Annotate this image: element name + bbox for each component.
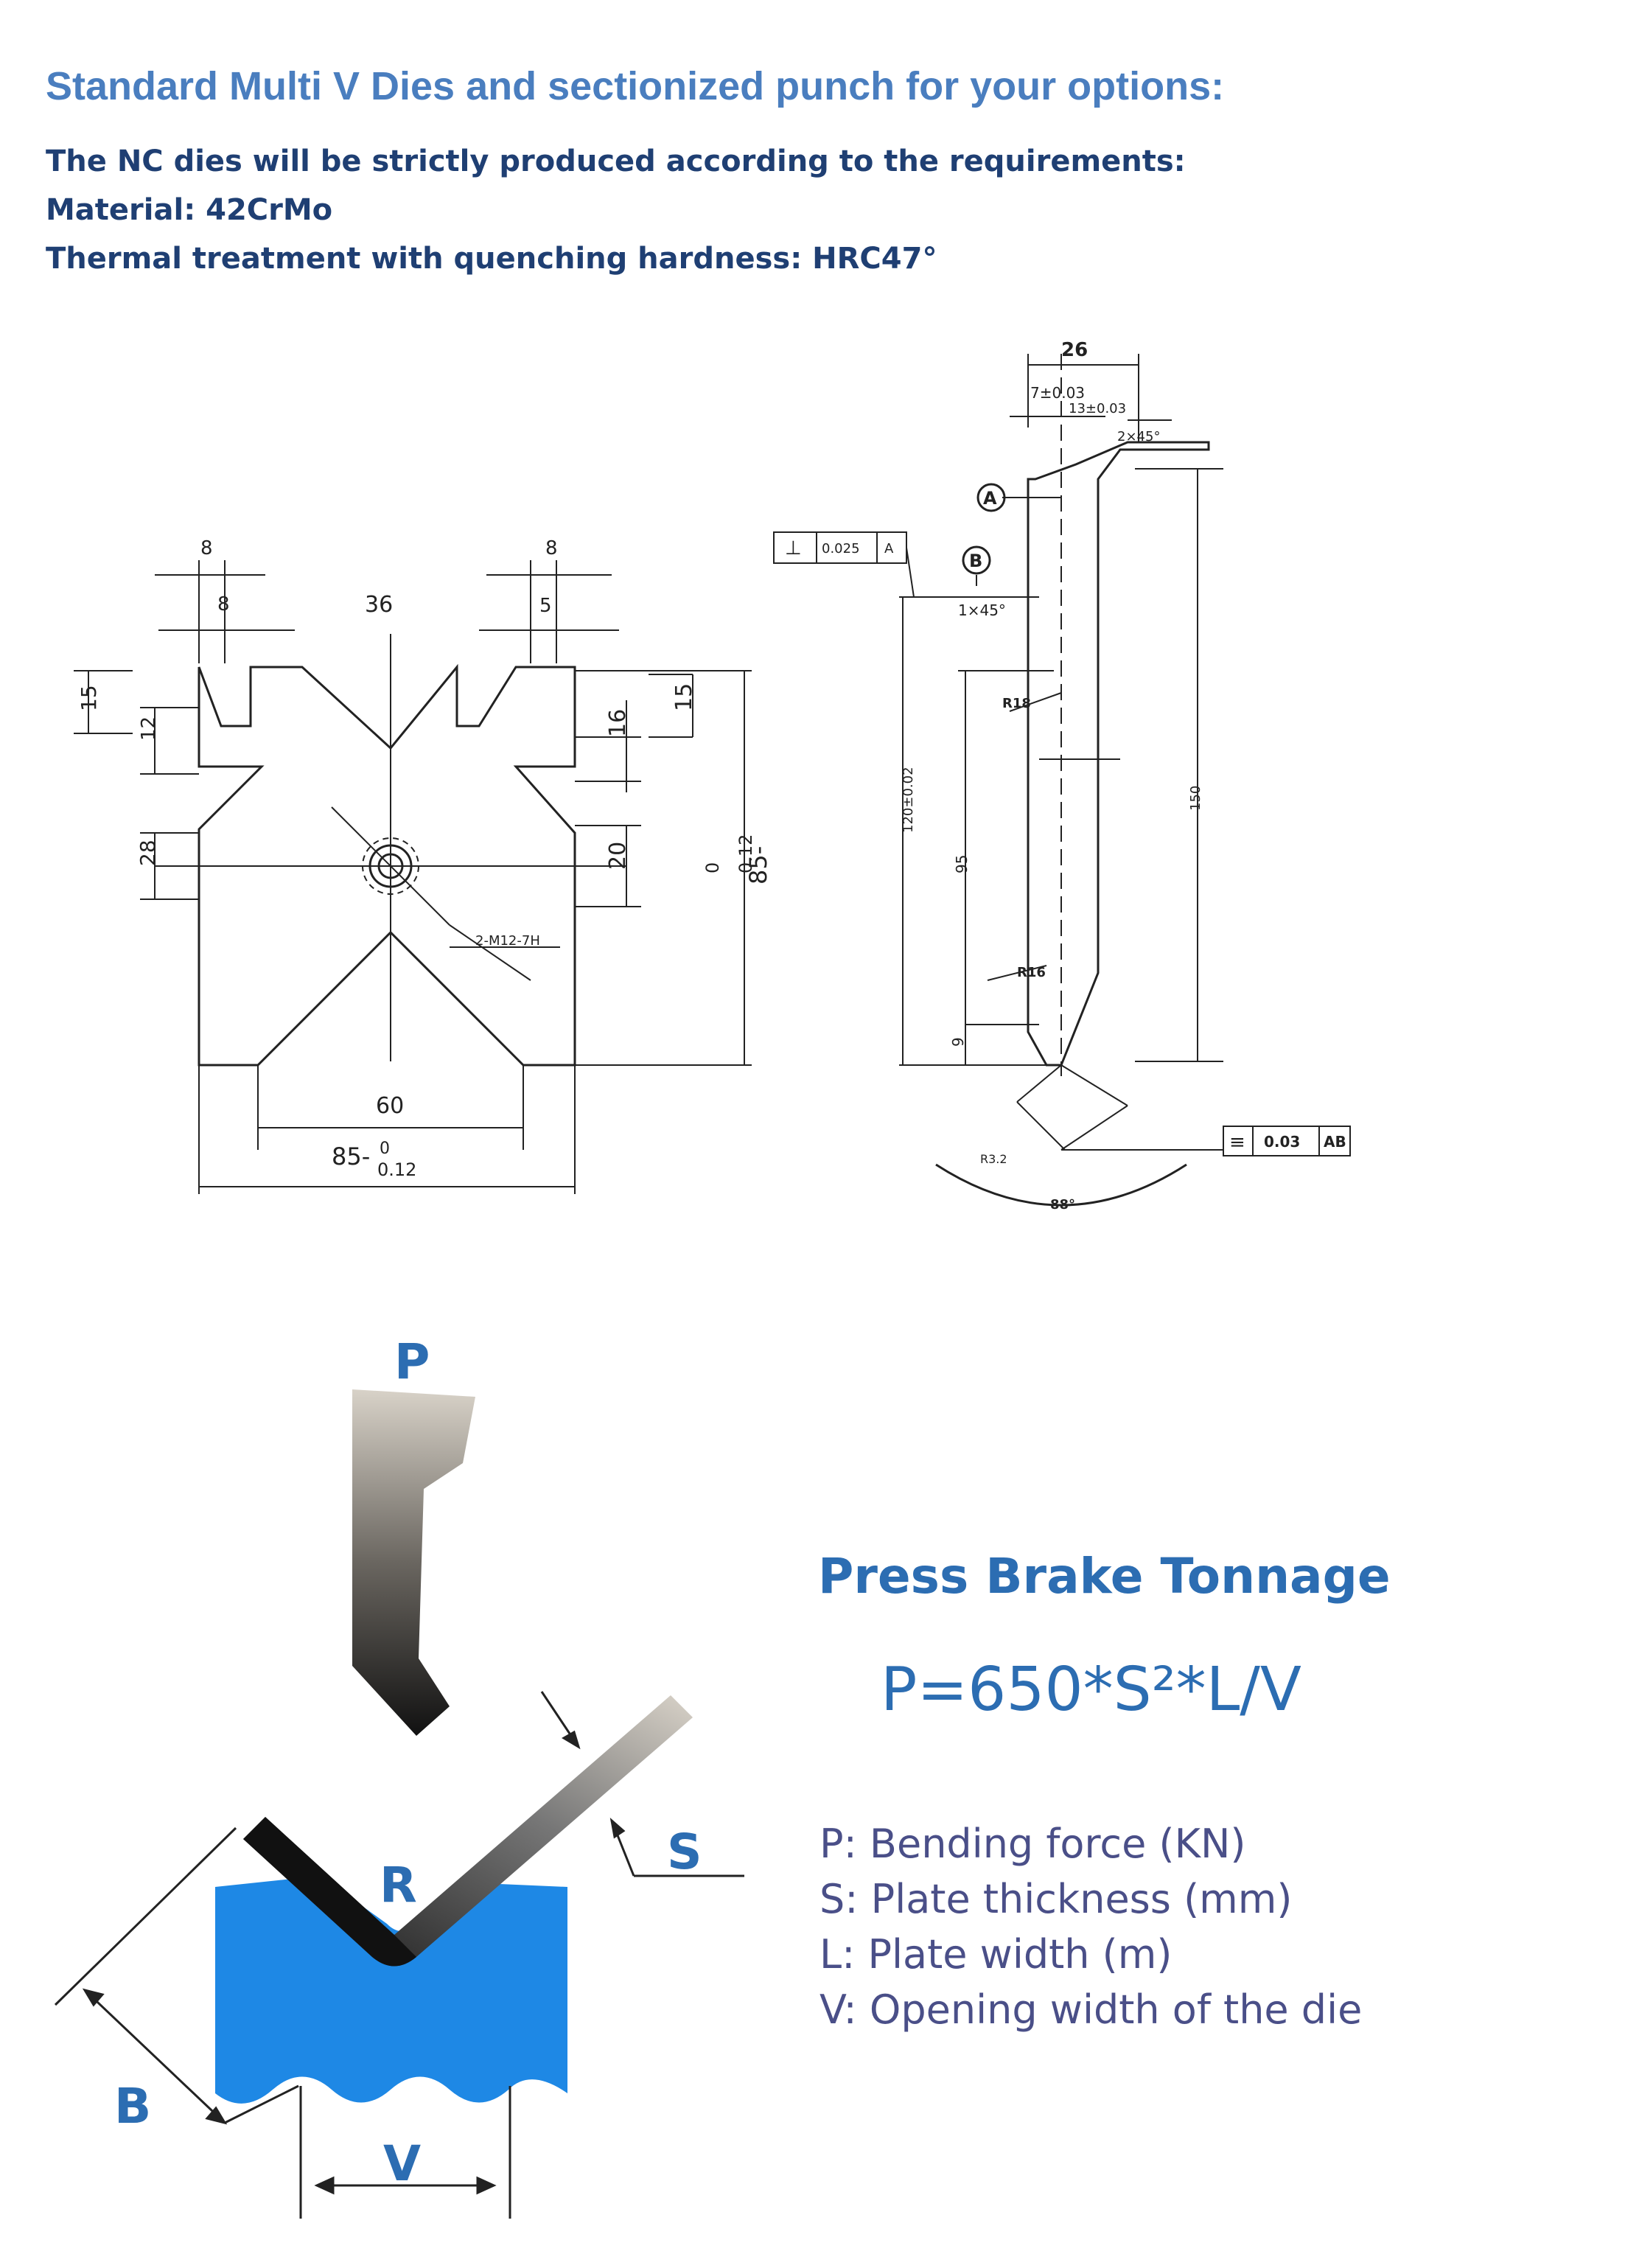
bent-plate — [243, 1695, 693, 1967]
dim-label: 0.12 — [735, 834, 756, 873]
requirement-line: Material: 42CrMo — [46, 193, 333, 227]
datum-label: B — [969, 551, 982, 571]
dim-label: 28 — [136, 840, 160, 866]
width-label: B — [114, 2078, 151, 2135]
dim-label: R16 — [1017, 965, 1046, 980]
page-title: Standard Multi V Dies and sectionized pu… — [46, 64, 1225, 108]
dim-label: 9 — [949, 1037, 967, 1047]
dim-label: 5 — [539, 595, 552, 617]
dim-label: 0.12 — [377, 1159, 416, 1180]
dim-label: 60 — [376, 1093, 404, 1119]
dim-label: 1×45° — [958, 601, 1006, 619]
legend-item: V: Opening width of the die — [820, 1986, 1363, 2033]
dim-label: 85- — [332, 1142, 370, 1170]
opening-label: V — [383, 2135, 421, 2192]
radius-label: R — [380, 1857, 417, 1913]
tolerance-value: 0.025 — [822, 541, 860, 556]
dim-label: 0 — [702, 862, 723, 873]
dim-label: 16 — [605, 709, 631, 737]
dim-label: 0 — [380, 1140, 390, 1158]
thickness-label: S — [667, 1824, 702, 1880]
tolerance-ref: A — [884, 541, 894, 556]
dim-label: R18 — [1002, 696, 1031, 711]
legend-item: S: Plate thickness (mm) — [820, 1876, 1293, 1922]
tolerance-value: 0.03 — [1264, 1133, 1300, 1151]
dim-label: 85- — [744, 846, 772, 884]
dim-label: 88° — [1050, 1197, 1075, 1212]
perpendicularity-icon: ⊥ — [785, 537, 802, 559]
dim-label: 36 — [365, 592, 393, 618]
punch-shape — [352, 1389, 475, 1736]
thread-label: 2-M12-7H — [475, 933, 540, 949]
dim-label: 8 — [200, 537, 213, 559]
dim-label: 8 — [217, 593, 230, 615]
dim-label: 13±0.03 — [1069, 401, 1126, 416]
dim-label: 15 — [77, 685, 101, 711]
tolerance-ref: AB — [1324, 1133, 1346, 1151]
dim-label: 20 — [605, 842, 631, 870]
dim-label: 8 — [545, 537, 558, 559]
dim-label: 95 — [953, 855, 971, 873]
dim-label: 12 — [138, 716, 160, 741]
dim-label: 2×45° — [1117, 429, 1160, 444]
punch-force-label: P — [394, 1333, 430, 1390]
tonnage-formula: P=650*S²*L/V — [881, 1655, 1301, 1725]
requirement-line: Thermal treatment with quenching hardnes… — [46, 242, 937, 276]
datum-label: A — [983, 488, 997, 509]
dim-label: 150 — [1188, 786, 1203, 811]
tonnage-title: Press Brake Tonnage — [818, 1548, 1391, 1605]
symmetry-icon: ≡ — [1229, 1131, 1245, 1154]
legend-item: P: Bending force (KN) — [820, 1821, 1246, 1867]
die-block — [215, 1876, 567, 2104]
dim-label: 7±0.03 — [1030, 384, 1085, 402]
dim-label: 26 — [1061, 339, 1088, 361]
dim-label: R3.2 — [980, 1152, 1007, 1166]
dim-label: 120±0.02 — [901, 767, 916, 833]
requirement-line: The NC dies will be strictly produced ac… — [46, 144, 1186, 178]
dim-label: 15 — [671, 683, 697, 711]
legend-item: L: Plate width (m) — [820, 1931, 1173, 1978]
